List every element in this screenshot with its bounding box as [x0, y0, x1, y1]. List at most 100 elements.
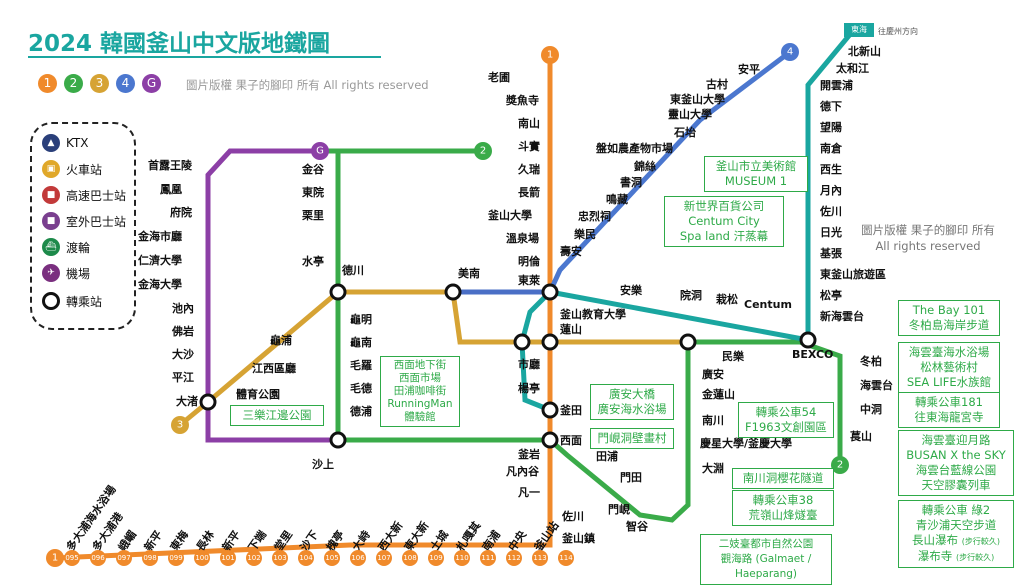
station-myeongnyun[interactable]: 明倫 [518, 254, 541, 268]
line-g-terminal[interactable] [311, 142, 329, 160]
station-songjeong[interactable]: 松亭 [820, 288, 842, 302]
station-gaeunpo[interactable]: 開雲浦 [820, 78, 853, 92]
station-dongbaek[interactable]: 冬柏 [860, 354, 882, 368]
station-jangsan[interactable]: 萇山 [850, 429, 872, 443]
station-sasang[interactable]: 沙上 [312, 457, 334, 471]
line-2-key[interactable]: 2 [64, 74, 83, 93]
station-gupo[interactable]: 龜浦 [270, 333, 292, 347]
station-jinae[interactable]: 池內 [172, 301, 194, 315]
station-suro[interactable]: 首露王陵 [148, 158, 193, 172]
station-anpyeong[interactable]: 安平 [738, 62, 760, 76]
line-1-key[interactable]: 1 [38, 74, 57, 93]
station-dongdaesin[interactable]: 東大新 [401, 519, 431, 554]
station-deokpo[interactable]: 德浦 [349, 404, 372, 418]
station-ilgwang[interactable]: 日光 [820, 225, 842, 239]
station-yeonsan[interactable]: 蓮山 [560, 322, 582, 336]
station-jwacheon[interactable]: 佐川 [561, 509, 584, 523]
station-deokha[interactable]: 德下 [819, 99, 842, 113]
station-chungnyeolsa[interactable]: 忠烈祠 [578, 209, 611, 223]
station-daejeo[interactable]: 大渚 [176, 394, 198, 408]
station-allak[interactable]: 安樂 [620, 283, 643, 297]
transfer-geoje[interactable] [513, 333, 531, 351]
station-taehwagang[interactable]: 太和江 [835, 61, 869, 75]
station-dongwon[interactable]: 東院 [302, 185, 324, 199]
station-jangjeon[interactable]: 長箭 [518, 185, 540, 199]
station-busanjin[interactable]: 釜山鎮 [561, 531, 595, 545]
station-jagalchi[interactable]: 札嘎其 [452, 519, 483, 555]
line-4-terminal[interactable] [781, 43, 799, 61]
station-yangjeong[interactable]: 楊亭 [518, 381, 540, 395]
transfer-suyeong[interactable] [679, 333, 697, 351]
station-beomil[interactable]: 凡一 [518, 486, 540, 499]
station-gijang[interactable]: 基張 [819, 246, 843, 260]
station-namcheon[interactable]: 南川 [702, 413, 724, 427]
station-buam[interactable]: 釜岩 [517, 447, 540, 461]
station-jigok[interactable]: 智谷 [626, 519, 649, 533]
station-jaesong[interactable]: 栽松 [716, 292, 738, 306]
station-munjeon[interactable]: 門田 [620, 471, 642, 484]
station-obr[interactable]: 東釜山旅遊區 [820, 267, 886, 281]
station-mora[interactable]: 毛羅 [350, 358, 372, 372]
station-pnu[interactable]: 釜山大學 [487, 208, 532, 222]
station-bexco[interactable]: BEXCO [792, 348, 833, 361]
station-jeonpo[interactable]: 田浦 [596, 449, 618, 463]
station-deokcheon[interactable]: 德川 [341, 263, 364, 277]
station-sports-park[interactable]: 體育公園 [236, 387, 280, 401]
station-beomeosa[interactable]: 獎魚寺 [505, 93, 539, 107]
station-mangyang[interactable]: 望陽 [820, 120, 842, 134]
station-myeongjang[interactable]: 鳴藏 [606, 192, 628, 206]
transfer-sasang[interactable] [329, 431, 347, 449]
station-namchang[interactable]: 南倉 [820, 141, 843, 155]
station-centum[interactable]: Centum [744, 298, 792, 311]
station-bnue[interactable]: 釜山教育大學 [559, 307, 626, 321]
station-suan[interactable]: 壽安 [560, 244, 582, 258]
station-minam[interactable]: 美南 [458, 266, 480, 280]
line-g-key[interactable]: G [142, 74, 161, 93]
line-3-key[interactable]: 3 [90, 74, 109, 93]
station-pyeonggang[interactable]: 平江 [172, 370, 194, 384]
station-gimhae-college[interactable]: 金海大學 [137, 277, 182, 291]
transfer-minam[interactable] [444, 283, 462, 301]
station-sinpyeong-a[interactable]: 新平 [141, 528, 165, 554]
station-gochon[interactable]: 古村 [706, 77, 728, 91]
line-2-terminal-east[interactable] [831, 456, 849, 474]
line-1-terminal-south[interactable] [46, 549, 64, 567]
line-1-terminal-north[interactable] [541, 46, 559, 64]
station-seosaeng[interactable]: 西生 [820, 162, 842, 176]
transfer-deokcheon[interactable] [329, 283, 347, 301]
station-nampo[interactable]: 南浦 [479, 528, 503, 554]
station-banyeo[interactable]: 盤如農產物市場 [595, 141, 673, 155]
station-kyungsung[interactable]: 慶星大學/釜慶大學 [700, 436, 792, 450]
station-minrak[interactable]: 民樂 [722, 349, 745, 363]
station-buram[interactable]: 佛岩 [171, 324, 194, 338]
transfer-dongnae[interactable] [541, 283, 559, 301]
station-wollae[interactable]: 月內 [819, 183, 842, 197]
station-inje[interactable]: 仁濟大學 [138, 253, 182, 267]
transfer-seomyeon[interactable] [541, 431, 559, 449]
station-daeyeon[interactable]: 大淵 [702, 461, 724, 475]
station-seokdae[interactable]: 石坮 [673, 125, 696, 139]
station-jwacheon-e[interactable]: 佐川 [819, 204, 842, 218]
station-bujeon[interactable]: 釜田 [559, 403, 582, 417]
transfer-bexco[interactable] [799, 331, 817, 349]
station-dongbusan-college[interactable]: 東釜山大學 [670, 92, 725, 106]
station-saha[interactable]: 沙下 [298, 528, 321, 553]
line-3-terminal[interactable] [171, 416, 189, 434]
station-gangseo[interactable]: 江西區廳 [252, 361, 296, 375]
station-bukulsan[interactable]: 北新山 [848, 44, 881, 58]
station-namsan[interactable]: 南山 [518, 116, 540, 130]
station-gumyeong[interactable]: 龜明 [350, 312, 372, 326]
station-seomyeon[interactable]: 西面 [560, 434, 582, 447]
station-cityhall[interactable]: 市廳 [518, 357, 540, 371]
station-nopo[interactable]: 老圃 [487, 70, 510, 84]
station-beomnaegol[interactable]: 凡內谷 [506, 464, 540, 478]
station-sujeong[interactable]: 水亭 [302, 254, 324, 268]
station-munhyeon[interactable]: 門峴 [608, 502, 630, 516]
station-geumnyeonsan[interactable]: 金蓮山 [701, 387, 735, 401]
station-nakdong[interactable]: 峨嵋 [115, 528, 139, 554]
station-dongnae[interactable]: 東萊 [518, 273, 541, 287]
line-2-terminal-west[interactable] [474, 142, 492, 160]
station-seodaesin[interactable]: 西大新 [375, 519, 405, 554]
station-modeok[interactable]: 毛德 [350, 381, 372, 395]
station-gunam[interactable]: 龜南 [350, 335, 372, 349]
